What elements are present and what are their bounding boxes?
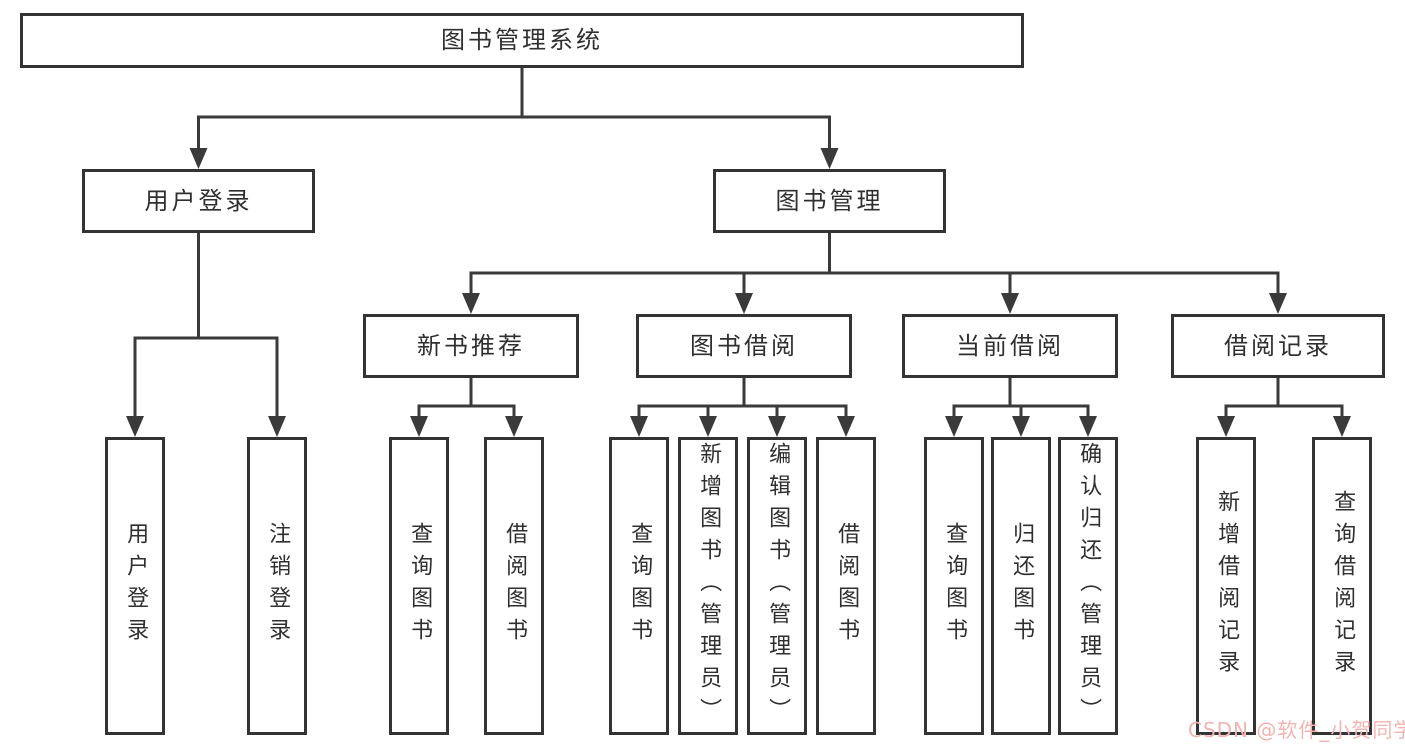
node-label: 新书推荐 [417, 331, 525, 360]
node-root: 图书管理系统 [20, 13, 1024, 68]
arrowhead-icon [768, 416, 786, 437]
arrowhead-icon [505, 416, 523, 437]
arrowhead-icon [410, 416, 428, 437]
node-current-borrow: 当前借阅 [902, 314, 1118, 378]
arrowhead-icon [820, 148, 839, 169]
arrowhead-icon [945, 416, 963, 437]
node-label: 注销登录 [265, 522, 291, 650]
node-book-mgmt: 图书管理 [713, 169, 946, 233]
node-label: 图书管理系统 [441, 26, 603, 55]
arrowhead-icon [630, 416, 648, 437]
node-user-login: 用户登录 [82, 169, 315, 233]
branch-connector-4 [630, 378, 855, 437]
arrowhead-icon [837, 416, 855, 437]
node-label: 用户登录 [123, 522, 149, 650]
branch-connector-0 [189, 68, 839, 169]
arrowhead-icon [699, 416, 717, 437]
arrowhead-icon [1333, 416, 1351, 437]
node-leaf-return-books: 归还图书 [991, 437, 1051, 735]
arrowhead-icon [268, 416, 286, 437]
node-label: 查询图书 [942, 522, 968, 650]
branch-connector-6 [1217, 378, 1351, 437]
node-new-book-recommend: 新书推荐 [363, 314, 579, 378]
node-label: 编辑图书（管理员） [765, 442, 791, 730]
node-label: 查询借阅记录 [1330, 490, 1356, 682]
arrowhead-icon [735, 293, 753, 314]
arrowhead-icon [1001, 293, 1019, 314]
node-leaf-add-borrow-record: 新增借阅记录 [1196, 437, 1256, 735]
node-label: 用户登录 [144, 186, 253, 215]
node-label: 归还图书 [1009, 522, 1035, 650]
node-label: 借阅记录 [1224, 331, 1332, 360]
node-label: 新增图书（管理员） [696, 442, 722, 730]
arrowhead-icon [1217, 416, 1235, 437]
node-leaf-confirm-return-admin: 确认归还（管理员） [1058, 437, 1118, 735]
node-label: 图书管理 [775, 186, 884, 215]
arrowhead-icon [462, 293, 480, 314]
csdn-watermark: CSDN @软件_小贺同学 [1188, 718, 1405, 742]
node-leaf-borrow-books-recommend: 借阅图书 [484, 437, 544, 735]
arrowhead-icon [126, 416, 144, 437]
arrowhead-icon [189, 148, 208, 169]
node-book-borrow: 图书借阅 [636, 314, 852, 378]
branch-connector-3 [410, 378, 523, 437]
node-label: 确认归还（管理员） [1076, 442, 1102, 730]
node-leaf-query-borrow-record: 查询借阅记录 [1312, 437, 1372, 735]
node-label: 查询图书 [407, 522, 433, 650]
node-leaf-add-books-admin: 新增图书（管理员） [678, 437, 738, 735]
node-leaf-query-books-recommend: 查询图书 [389, 437, 449, 735]
arrowhead-icon [1012, 416, 1030, 437]
node-label: 查询图书 [627, 522, 653, 650]
node-label: 借阅图书 [502, 522, 528, 650]
node-label: 当前借阅 [956, 331, 1064, 360]
node-label: 借阅图书 [834, 522, 860, 650]
node-label: 图书借阅 [690, 331, 798, 360]
node-leaf-query-books-current: 查询图书 [924, 437, 984, 735]
node-leaf-logout-login: 注销登录 [247, 437, 307, 735]
node-leaf-user-login: 用户登录 [105, 437, 165, 735]
arrowhead-icon [1269, 293, 1287, 314]
node-label: 新增借阅记录 [1214, 490, 1240, 682]
arrowhead-icon [1079, 416, 1097, 437]
branch-connector-1 [462, 233, 1287, 314]
branch-connector-2 [126, 233, 286, 437]
node-borrow-records: 借阅记录 [1171, 314, 1385, 378]
node-leaf-query-books-borrow: 查询图书 [609, 437, 669, 735]
branch-connector-5 [945, 378, 1097, 437]
node-leaf-borrow-books-borrow: 借阅图书 [816, 437, 876, 735]
node-leaf-edit-books-admin: 编辑图书（管理员） [747, 437, 807, 735]
